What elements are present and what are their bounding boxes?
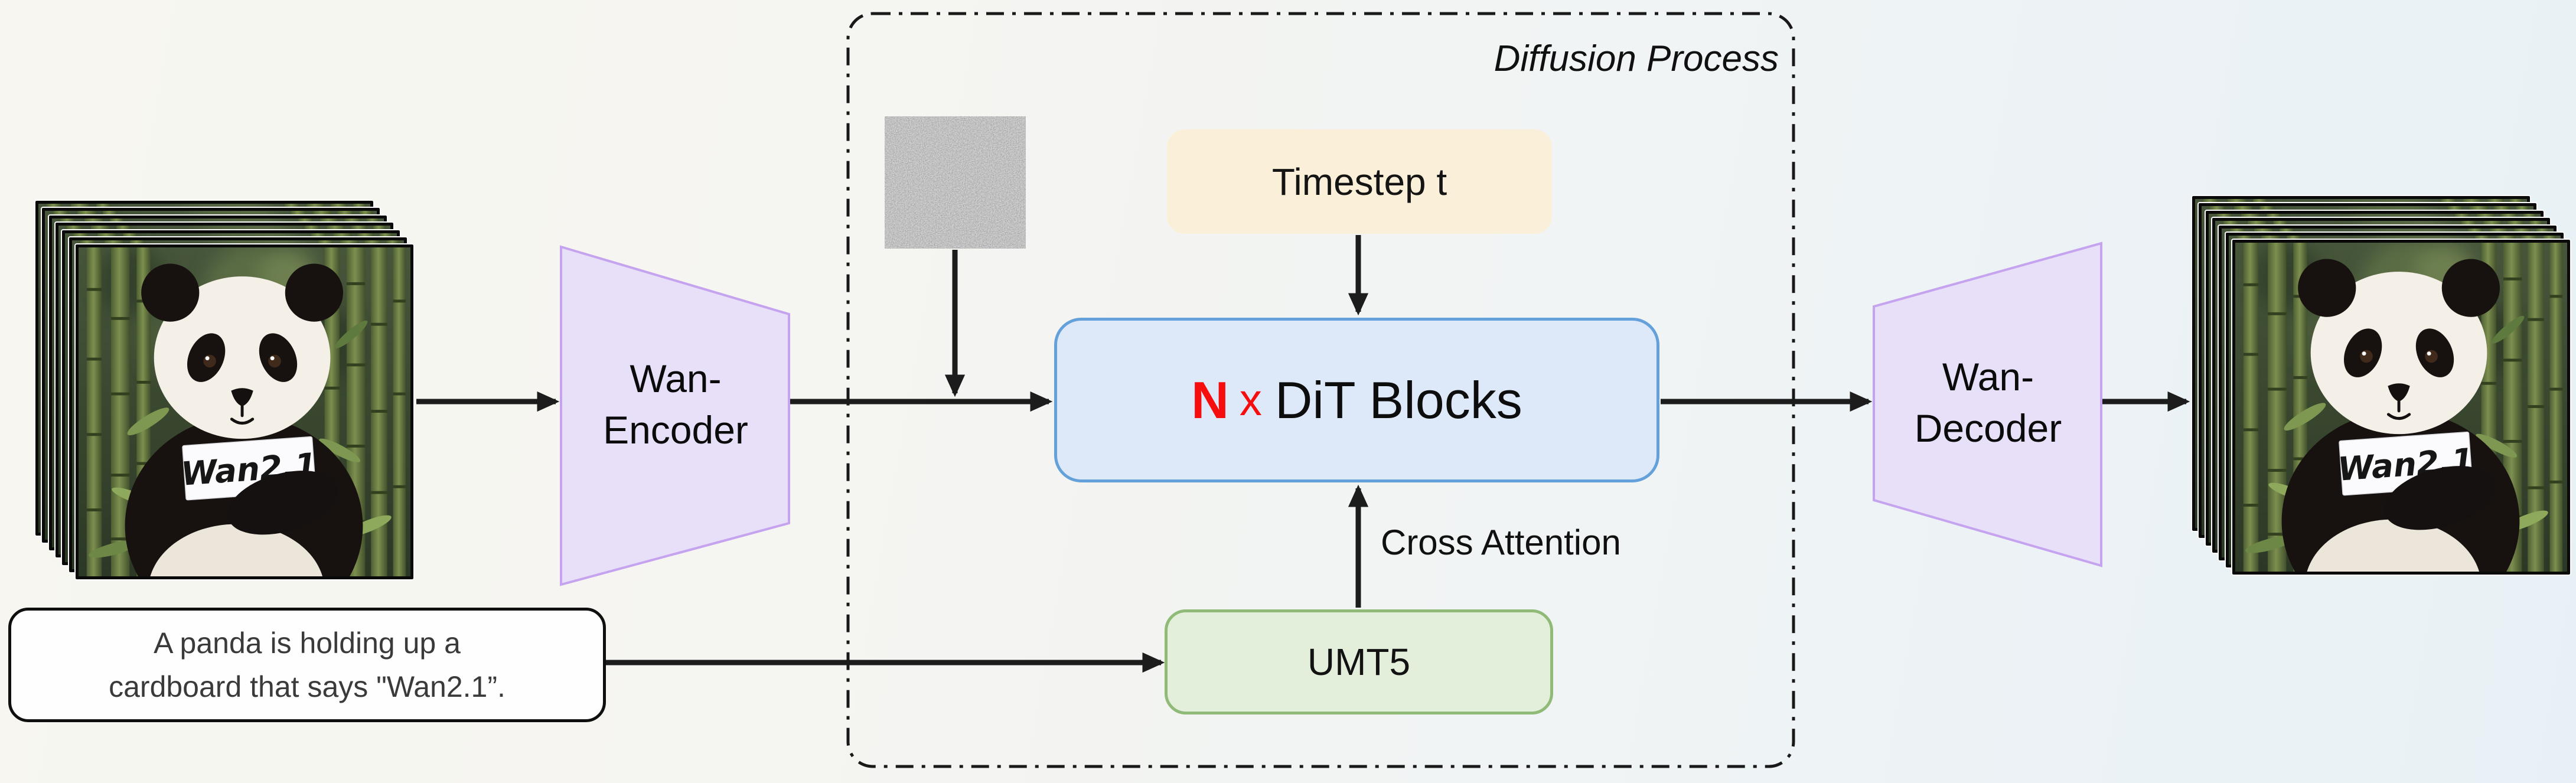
- prompt-line1: A panda is holding up a: [154, 627, 461, 660]
- prompt-bubble: A panda is holding up a cardboard that s…: [8, 608, 606, 722]
- dit-times: x: [1239, 375, 1262, 425]
- timestep-label: Timestep t: [1271, 160, 1447, 203]
- video-frame: [2231, 239, 2571, 576]
- wan-decoder-label: Wan- Decoder: [1914, 355, 2062, 451]
- umt5-label: UMT5: [1307, 641, 1411, 683]
- wan-decoder-shape: [1873, 242, 2102, 567]
- output-video-frames: [2191, 195, 2575, 580]
- umt5-box: UMT5: [1165, 609, 1553, 715]
- dit-label: DiT Blocks: [1274, 370, 1522, 429]
- timestep-box: Timestep t: [1167, 129, 1552, 234]
- wan-encoder-shape: [560, 245, 790, 586]
- cross-attention-label: Cross Attention: [1381, 523, 1621, 562]
- noise-latent-image: [885, 116, 1026, 249]
- dit-blocks-box: N x DiT Blocks: [1054, 318, 1659, 482]
- video-frame: [74, 243, 415, 581]
- dit-n: N: [1191, 370, 1229, 429]
- input-video-frames: [34, 200, 418, 585]
- diffusion-process-label: Diffusion Process: [1494, 38, 1779, 79]
- wan-encoder-label: Wan- Encoder: [603, 357, 748, 452]
- diffusion-process-boundary: [846, 12, 1795, 768]
- prompt-line2: cardboard that says "Wan2.1”.: [109, 670, 506, 703]
- arrows: [416, 235, 2190, 673]
